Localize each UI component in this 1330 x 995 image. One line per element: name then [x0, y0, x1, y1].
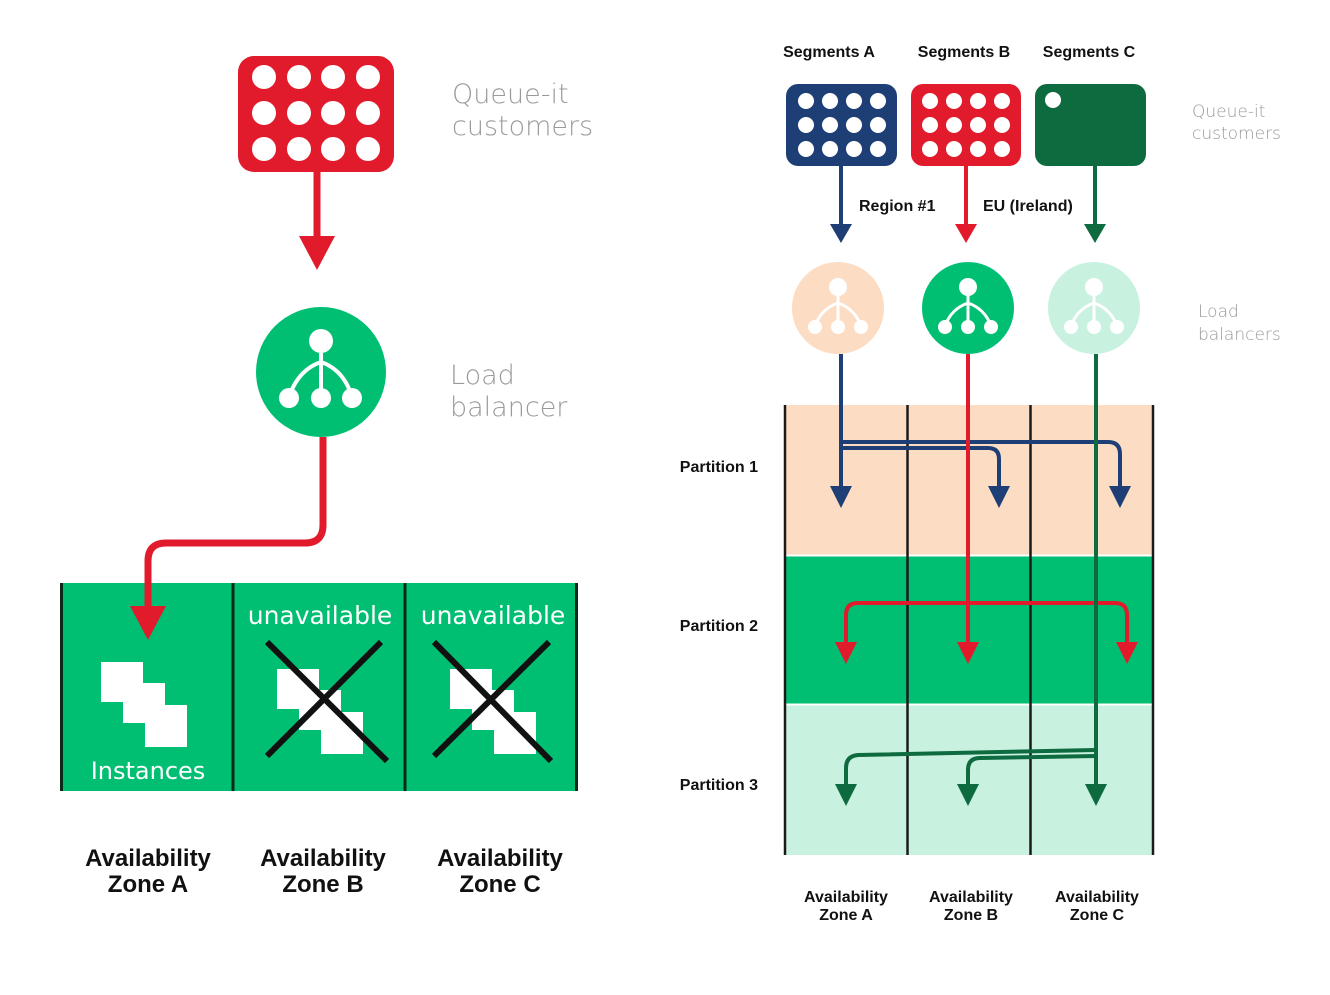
- customers-label-line1: Queue-it: [452, 79, 569, 110]
- region-label: Region #1: [859, 198, 936, 215]
- zone-b-label-line1: Availability: [260, 845, 386, 872]
- arrow-icon: [830, 166, 852, 243]
- arrow-icon: [955, 166, 977, 243]
- right-zone-a-line2: Zone A: [819, 907, 873, 924]
- lb-label-line1: Load: [450, 360, 515, 391]
- segment-c-label: Segments C: [1043, 44, 1136, 61]
- eu-label: EU (Ireland): [983, 198, 1073, 215]
- customer-grid-icon: [1035, 84, 1146, 166]
- partition-1-label: Partition 1: [680, 459, 758, 476]
- zone-b-label-line2: Zone B: [282, 871, 363, 898]
- load-balancer-icon: [256, 307, 386, 437]
- arrow-icon: [844, 354, 1098, 788]
- zone-c-label-line2: Zone C: [459, 871, 540, 898]
- unavailable-label-c: unavailable: [421, 601, 566, 630]
- left-diagram: Queue-it customers Load balancer: [60, 56, 593, 898]
- arrow-icon: [1084, 166, 1106, 243]
- load-balancer-icon: [1048, 262, 1140, 354]
- arrow-icon: [130, 437, 327, 640]
- partition-3-label: Partition 3: [680, 777, 758, 794]
- right-customers-label-line1: Queue-it: [1192, 102, 1265, 122]
- right-customers-label-line2: customers: [1192, 124, 1281, 144]
- instances-label: Instances: [91, 757, 206, 785]
- arrow-icon: [835, 784, 1107, 806]
- right-lb-label-line2: balancers: [1198, 325, 1281, 345]
- partition-2-label: Partition 2: [680, 618, 758, 635]
- zone-a-label-line1: Availability: [85, 845, 211, 872]
- segment-b-label: Segments B: [918, 44, 1010, 61]
- segment-a-label: Segments A: [783, 44, 875, 61]
- customers-label-line2: customers: [452, 111, 593, 142]
- unavailable-label-b: unavailable: [248, 601, 393, 630]
- instance-icon: [101, 662, 187, 747]
- arrow-icon: [839, 354, 1122, 490]
- right-zone-b-line1: Availability: [929, 889, 1013, 906]
- load-balancer-icon: [922, 262, 1014, 354]
- right-zone-a-line1: Availability: [804, 889, 888, 906]
- arrow-icon: [844, 354, 1129, 646]
- customer-grid-icon: [786, 84, 897, 166]
- zone-c-label-line1: Availability: [437, 845, 563, 872]
- right-zone-b-line2: Zone B: [944, 907, 998, 924]
- arrow-icon: [830, 486, 1131, 508]
- right-zone-c-line1: Availability: [1055, 889, 1139, 906]
- unavailable-cross-icon: [431, 639, 554, 764]
- customer-grid-icon: [911, 84, 1021, 166]
- right-lb-label-line1: Load: [1198, 302, 1239, 322]
- load-balancer-icon: [792, 262, 884, 354]
- arrow-icon: [835, 642, 1138, 664]
- zone-a-label-line2: Zone A: [108, 871, 188, 898]
- lb-label-line2: balancer: [450, 392, 568, 423]
- arrow-icon: [299, 172, 335, 270]
- unavailable-cross-icon: [264, 639, 390, 764]
- customer-grid-icon: [238, 56, 394, 172]
- right-diagram: Segments A Segments B Segments C: [680, 44, 1281, 924]
- right-zone-c-line2: Zone C: [1070, 907, 1125, 924]
